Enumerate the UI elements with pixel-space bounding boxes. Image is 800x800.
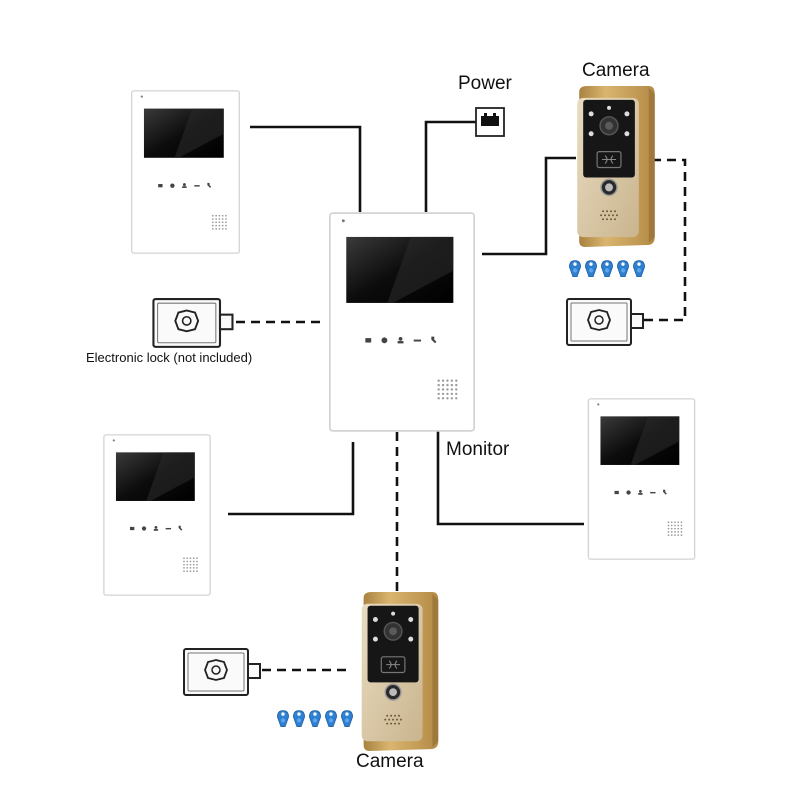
monitor-label: Monitor [446,439,510,460]
rfid-tag-icon [276,710,290,728]
rfid-tag-icon [324,710,338,728]
rfid-tag-icon [600,260,614,278]
wire-top-left-monitor [250,125,362,212]
wire-bottom-left-monitor [228,442,355,516]
rfid-tag-icon [616,260,630,278]
lock-icon [182,648,262,697]
monitor-right [587,398,696,560]
camera-bottom [360,592,440,752]
monitor-center [328,212,476,432]
camera-top-label: Camera [582,60,650,81]
rfid-tag-icon [632,260,646,278]
camera-bottom-label: Camera [356,751,424,772]
rfid-tag-icon [568,260,582,278]
rfid-tag-icon [308,710,322,728]
wire-right-monitor [436,430,584,526]
wire-top-camera [482,156,576,256]
monitor-bottom-left [103,434,211,596]
camera-top [576,86,656,248]
power-socket-icon [475,107,505,137]
rfid-tag-icon [584,260,598,278]
lock-label: Electronic lock (not included) [86,350,252,365]
dashed-wires [236,158,687,672]
lock-icon [566,298,644,346]
solid-wires [228,120,584,526]
power-label: Power [458,73,513,94]
rfid-tag-icon [340,710,354,728]
rfid-tag-icon [292,710,306,728]
wire-top-camera-lock [640,158,687,322]
wire-power [424,120,476,212]
monitor-top-left [131,90,240,254]
rfid-tags-bottom [276,710,354,728]
lock-icon [152,298,234,348]
rfid-tags-top [568,260,646,278]
